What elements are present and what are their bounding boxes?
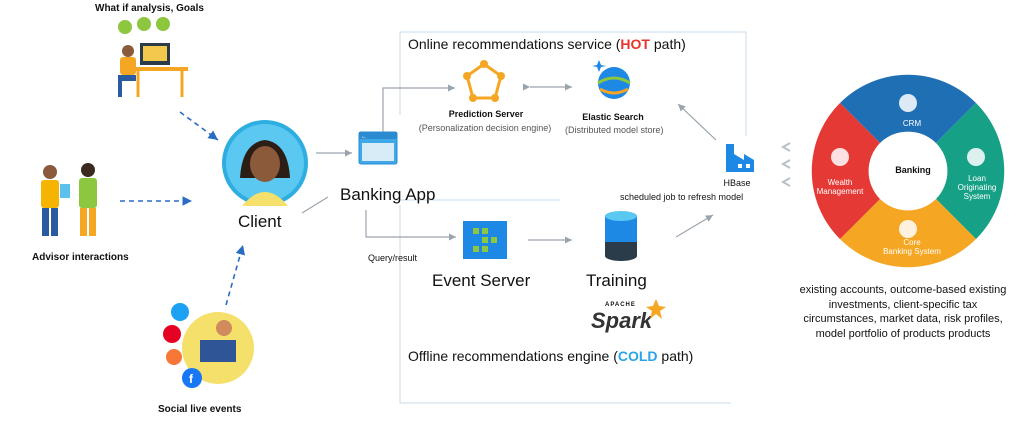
elastic-search-sub: (Distributed model store) (565, 125, 664, 135)
wheel-segment-wealth (811, 103, 880, 239)
hot-path-boundary (400, 31, 747, 136)
spark-text: Spark (591, 308, 653, 333)
core-banking-icon (899, 220, 917, 238)
prediction-server-icon (463, 60, 505, 102)
cold-path-boundary (399, 205, 731, 404)
svg-text:f: f (189, 372, 194, 386)
twitter-icon (171, 303, 189, 321)
description-line2: investments, client-specific tax (828, 298, 978, 311)
wealth-icon (831, 148, 849, 166)
advisor-label: Advisor interactions (32, 252, 129, 263)
arrow-whatif-client (179, 111, 219, 141)
arrow-training-hbase (675, 214, 714, 238)
event-server-icon (463, 221, 507, 259)
wheel-core-line2: Banking System (883, 247, 941, 256)
client-label: Client (238, 212, 282, 231)
query-result-label: Query/result (368, 253, 418, 263)
wheel-wealth-label: Wealth Management (812, 178, 868, 196)
spark-star-icon (646, 299, 666, 319)
hbase-job-label: scheduled job to refresh model (620, 192, 744, 202)
hot-path-title: Online recommendations service (HOT path… (408, 36, 686, 52)
wheel-loan-label: Loan Originating System (952, 174, 1002, 201)
description-line1: existing accounts, outcome-based existin… (799, 284, 1007, 296)
banking-wheel (811, 74, 1005, 268)
social-label: Social live events (158, 404, 242, 415)
spark-apache-text: APACHE (605, 302, 636, 308)
wheel-loan-line1: Loan (968, 174, 986, 183)
wheel-center-label: Banking (895, 165, 931, 175)
event-server-label: Event Server (432, 271, 531, 290)
elastic-search-label: Elastic Search (582, 112, 644, 122)
prediction-server-label: Prediction Server (448, 109, 524, 119)
wheel-loan-line2: Originating (957, 183, 997, 192)
what-if-analysis-illustration (118, 17, 188, 97)
client-avatar (222, 120, 308, 206)
elastic-search-icon (592, 60, 631, 99)
description-line4: model portfolio of products products (815, 327, 991, 340)
wheel-wealth-line1: Wealth (827, 178, 853, 187)
wheel-center (870, 133, 946, 209)
description-line3: circumstances, market data, risk profile… (803, 313, 1003, 325)
what-if-label: What if analysis, Goals (95, 3, 204, 14)
svg-text:←: ← (361, 134, 367, 140)
social-illustration: f (163, 303, 254, 388)
spark-logo: APACHE Spark (591, 299, 671, 336)
wheel-wealth-line2: Management (816, 187, 864, 196)
arrow-hbase-elastic (677, 103, 717, 141)
crm-icon (899, 94, 917, 112)
wheel-core-label: Core Banking System (872, 238, 952, 256)
arrow-app-prediction (382, 84, 455, 136)
wheel-loan-line3: System (963, 192, 991, 201)
banking-app-label: Banking App (340, 185, 436, 204)
banking-app-icon: ← (358, 131, 398, 165)
data-sources-description: existing accounts, outcome-based existin… (786, 283, 1020, 341)
wheel-segment-loan (936, 103, 1005, 239)
line-app-client-lower (301, 196, 329, 214)
loan-icon (967, 148, 985, 166)
hbase-label: HBase (723, 178, 751, 188)
wheel-core-line1: Core (903, 238, 921, 247)
hbase-icon (726, 144, 754, 172)
wheel-crm-label: CRM (902, 119, 922, 128)
facebook-icon (182, 368, 202, 388)
training-icon (605, 211, 637, 261)
instagram-icon (166, 349, 182, 365)
wheel-to-hbase-chevrons (780, 142, 791, 187)
advisor-illustration (41, 163, 97, 236)
cold-path-title: Offline recommendations engine (COLD pat… (408, 348, 694, 364)
arrow-social-client (225, 244, 246, 306)
pinterest-icon (163, 325, 181, 343)
arrow-app-event (365, 210, 456, 241)
prediction-server-sub: (Personalization decision engine) (418, 123, 552, 133)
training-label: Training (586, 271, 647, 290)
